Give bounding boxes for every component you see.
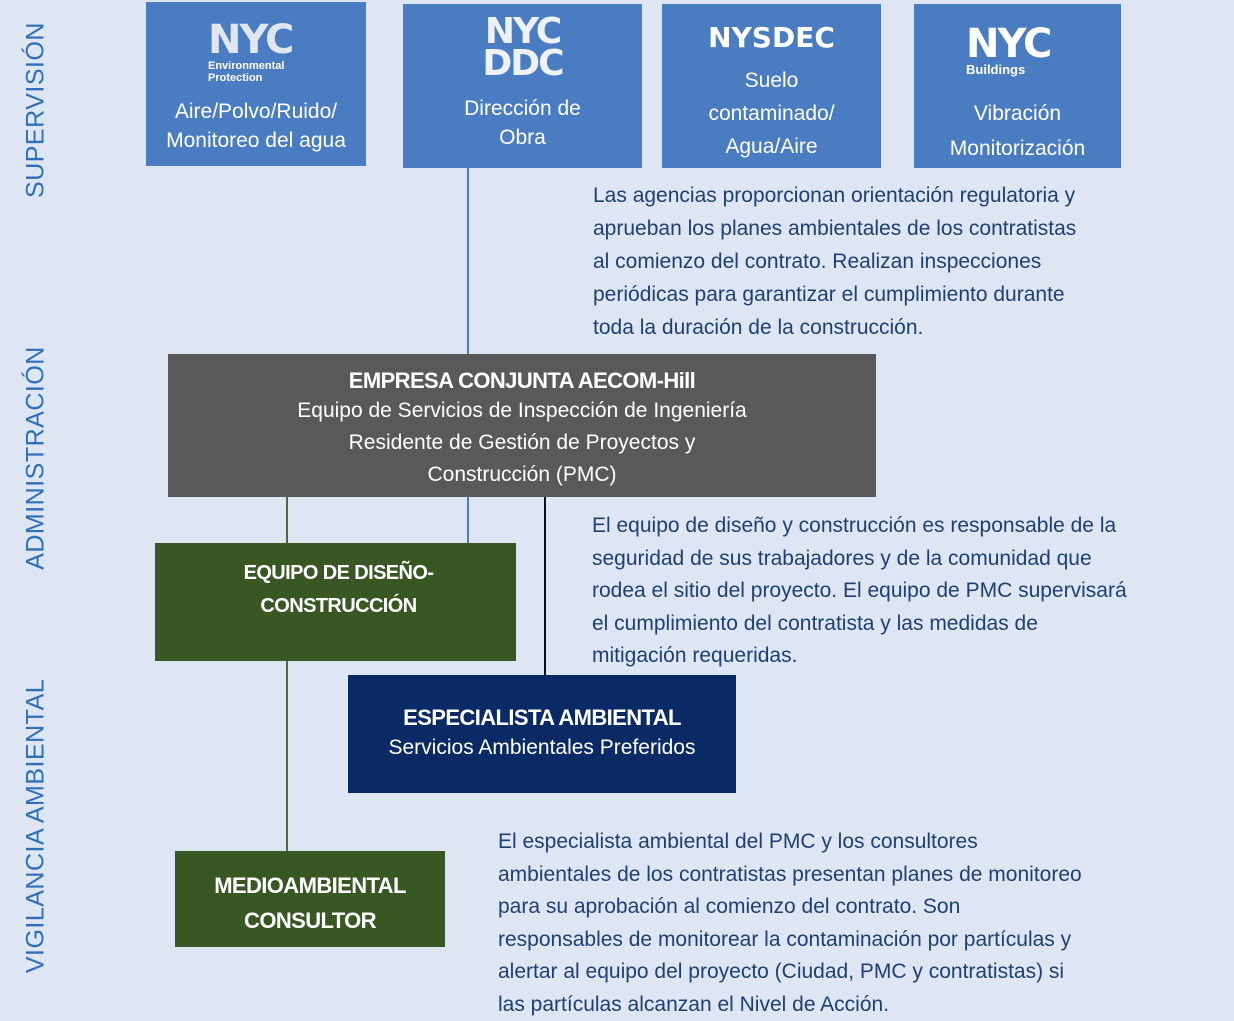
agency-nysdec-line2: contaminado/ [708,102,835,125]
agency-ddc-line1: Dirección de [464,97,581,120]
connector-jv-specialist [544,497,546,675]
design-build-line1: EQUIPO DE DISEÑO- [243,562,434,584]
agency-nysdec-line1: Suelo [744,69,799,92]
jv-line3: Construcción (PMC) [427,463,617,486]
consultant-line1: MEDIOAMBIENTAL [214,873,406,898]
connector-jv-designbuild [467,497,469,543]
nyc-dep-logo: NYC Environmental Protection [208,17,294,84]
agency-nysdec-line3: Agua/Aire [725,135,818,158]
agency-box-nysdec: NYSDEC Suelo contaminado/ Agua/Aire [662,4,881,168]
jv-box: EMPRESA CONJUNTA AECOM-Hill Equipo de Se… [168,354,876,497]
monitoring-note: El especialista ambiental del PMC y los … [498,830,1082,1016]
design-build-box: EQUIPO DE DISEÑO- CONSTRUCCIÓN [155,543,516,661]
agency-box-ddc: NYC DDC Dirección de Obra [403,4,642,168]
agency-buildings-line1: Vibración [973,102,1062,125]
consultant-line2: CONSULTOR [244,908,377,933]
consultant-box: MEDIOAMBIENTAL CONSULTOR [175,851,445,947]
design-build-line2: CONSTRUCCIÓN [260,595,417,617]
jv-title: EMPRESA CONJUNTA AECOM-Hill [348,368,696,393]
agency-buildings-line2: Monitorización [949,137,1086,160]
agency-dep-line2: Monitoreo del agua [166,129,346,152]
nyc-buildings-logo: NYC Buildings [966,21,1052,77]
agency-box-dep: NYC Environmental Protection Aire/Polvo/… [146,2,366,166]
nyc-ddc-logo: NYC DDC [482,11,564,84]
connector-ddc-jv [467,168,469,355]
agency-dep-line1: Aire/Polvo/Ruido/ [174,100,338,123]
section-label-administracion: ADMINISTRACIÓN [21,346,50,570]
design-build-note: El equipo de diseño y construcción es re… [592,514,1127,667]
jv-line2: Residente de Gestión de Proyectos y [348,431,696,454]
nysdec-logo: NYSDEC [708,21,835,54]
connector-green-upper [286,472,288,543]
specialist-sub: Servicios Ambientales Preferidos [388,736,696,759]
agency-box-buildings: NYC Buildings Vibración Monitorización [914,4,1121,168]
section-label-supervision: SUPERVISIÓN [21,22,50,198]
agency-ddc-line2: Obra [499,126,546,149]
agencies-note: Las agencias proporcionan orientación re… [593,184,1077,339]
specialist-title: ESPECIALISTA AMBIENTAL [403,705,681,730]
section-label-vigilancia: VIGILANCIA AMBIENTAL [21,678,50,974]
connector-green-lower [286,661,288,851]
jv-line1: Equipo de Servicios de Inspección de Ing… [297,399,747,422]
specialist-box: ESPECIALISTA AMBIENTAL Servicios Ambient… [348,675,736,793]
